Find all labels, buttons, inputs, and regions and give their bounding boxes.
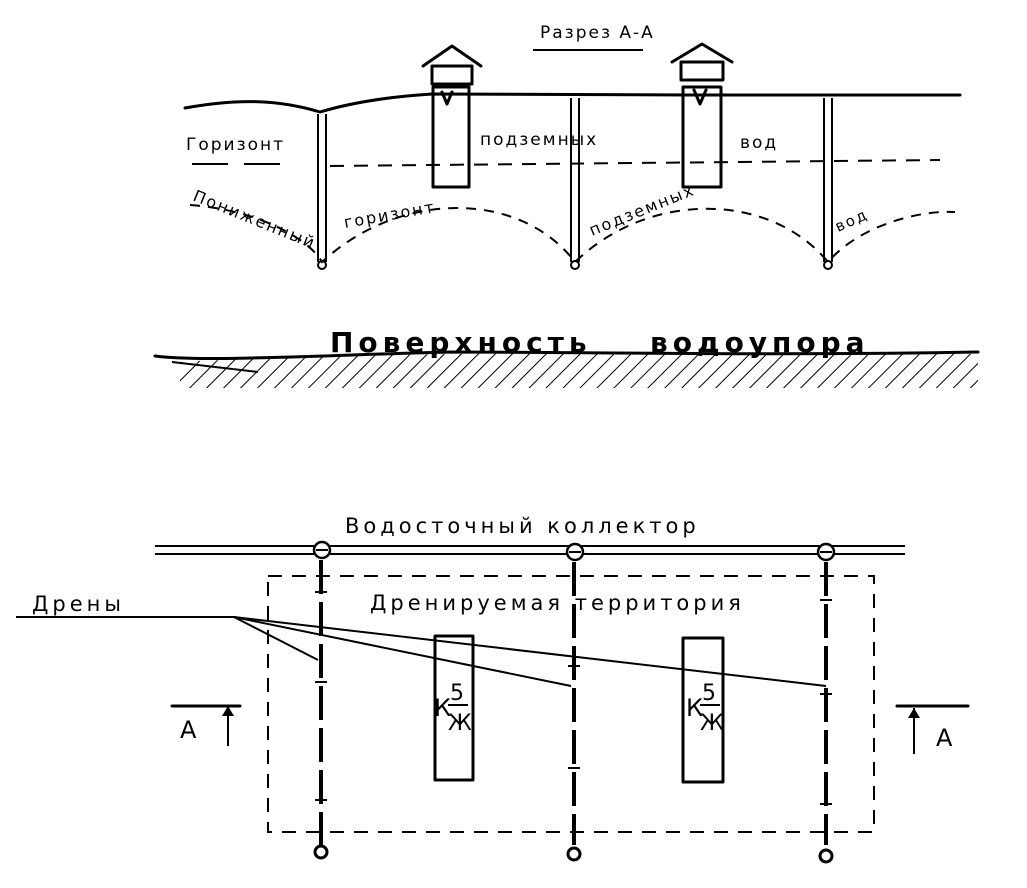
aquiclude-surface-line bbox=[153, 350, 980, 361]
label-lowered: Пониженный bbox=[191, 186, 319, 253]
building-2-letter: К bbox=[686, 694, 703, 722]
section-mark-right-letter: А bbox=[936, 724, 953, 752]
label-drains: Дрены bbox=[32, 592, 125, 616]
label-lowered-underground: подземных bbox=[586, 180, 697, 240]
section-mark-right: А bbox=[895, 704, 970, 754]
lowered-horizon-curve bbox=[189, 204, 956, 264]
building-1-top: 5 bbox=[450, 681, 464, 706]
plan-view: Водосточный коллектор Дренируемая террит… bbox=[16, 514, 970, 864]
label-underground: подземных bbox=[480, 130, 598, 150]
label-lowered-horizon: горизонт bbox=[342, 197, 437, 232]
label-collector: Водосточный коллектор bbox=[345, 514, 700, 538]
section-view: Разрез А-А bbox=[153, 23, 990, 400]
label-horizon: Горизонт bbox=[186, 135, 285, 155]
groundwater-horizon-line bbox=[329, 159, 941, 167]
collector-manhole-1 bbox=[312, 540, 332, 560]
building-section-2 bbox=[670, 42, 734, 189]
collector-manhole-3 bbox=[816, 542, 836, 562]
drained-territory-boundary bbox=[267, 575, 875, 833]
building-2-bottom: Ж bbox=[700, 711, 724, 736]
building-2-top: 5 bbox=[702, 681, 716, 706]
section-mark-left-letter: А bbox=[180, 716, 197, 744]
building-1-letter: К bbox=[434, 694, 451, 722]
label-drained-territory: Дренируемая территория bbox=[370, 591, 745, 615]
well-1 bbox=[317, 114, 327, 270]
drains-leader-lines bbox=[233, 616, 827, 687]
aquiclude-hatch bbox=[180, 353, 978, 392]
section-title: Разрез А-А bbox=[540, 23, 655, 43]
well-2 bbox=[570, 98, 580, 270]
well-3 bbox=[823, 98, 833, 270]
drain-line-1 bbox=[313, 560, 329, 860]
drain-line-2 bbox=[566, 562, 582, 862]
aquiclude-hatch-mask bbox=[170, 388, 990, 400]
building-1-bottom: Ж bbox=[448, 711, 472, 736]
ground-surface-line bbox=[183, 92, 962, 114]
drain-line-3 bbox=[818, 562, 834, 864]
label-waters: вод bbox=[740, 133, 778, 153]
aquiclude-arrow bbox=[171, 361, 259, 373]
building-plan-1: К 5 Ж bbox=[433, 634, 475, 782]
section-mark-left: А bbox=[170, 704, 242, 746]
label-lowered-waters: вод bbox=[832, 205, 871, 235]
collector-manhole-2 bbox=[565, 542, 585, 562]
building-plan-2: К 5 Ж bbox=[681, 636, 725, 784]
building-section-1 bbox=[421, 44, 483, 189]
